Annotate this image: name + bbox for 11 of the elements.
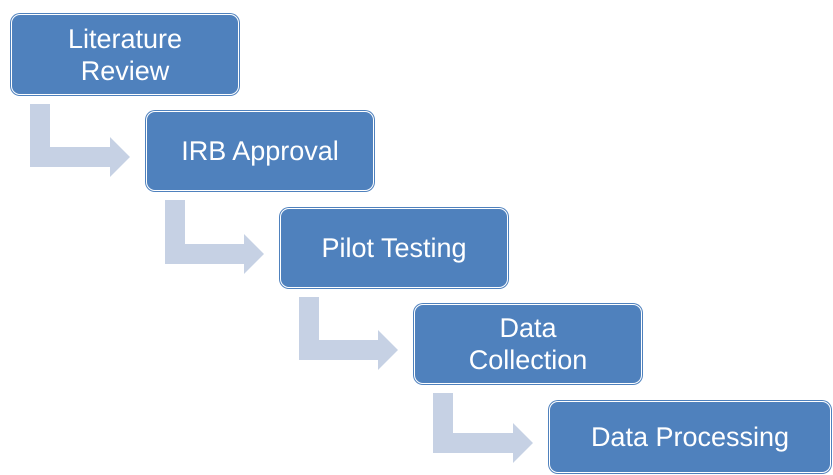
- step-label: Pilot Testing: [321, 232, 467, 264]
- step-label: Data Processing: [590, 421, 790, 453]
- process-box: [11, 14, 239, 95]
- process-box: [414, 304, 642, 384]
- step-label: Data Collection: [468, 312, 588, 376]
- step-label: IRB Approval: [181, 135, 339, 167]
- process-box: [280, 208, 508, 288]
- process-box: [146, 111, 374, 191]
- process-box: [549, 401, 831, 473]
- step-label: Literature Review: [66, 22, 184, 86]
- bent-arrow: [433, 393, 533, 463]
